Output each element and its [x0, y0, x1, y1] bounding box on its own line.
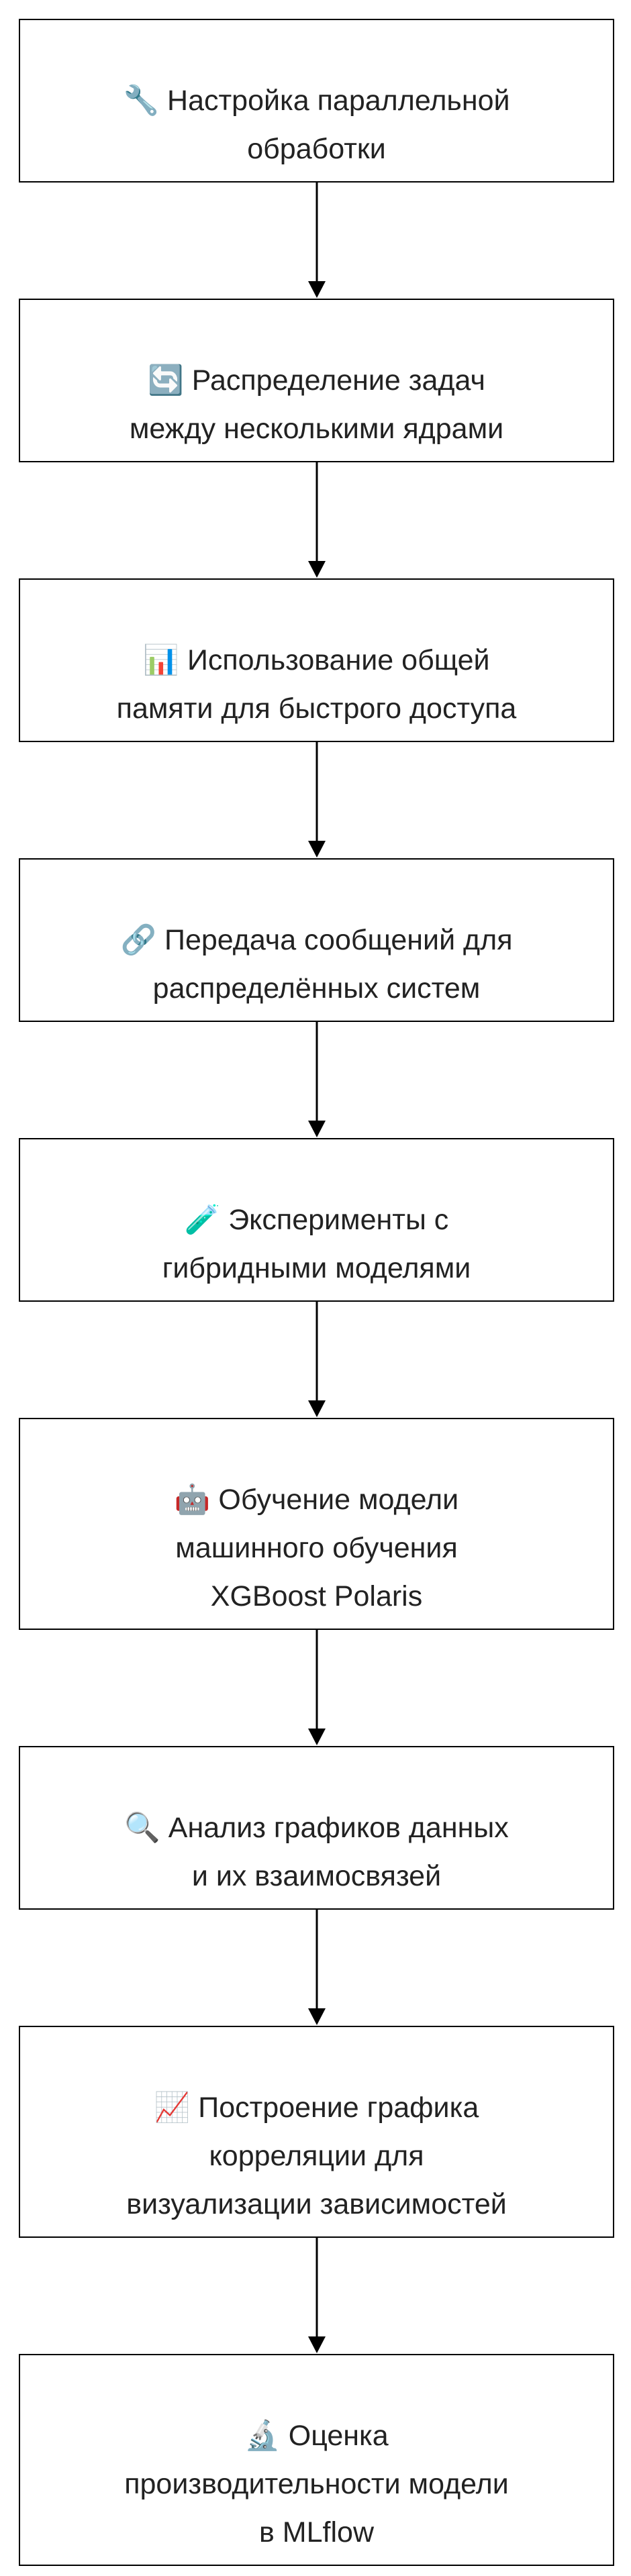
flow-step-6-text: Обучение модели машинного обучения XGBoo… [175, 1484, 459, 1612]
bar-chart-icon: 📊 [143, 644, 179, 676]
wrench-icon: 🔧 [123, 85, 160, 117]
flow-arrow-6 [308, 1630, 326, 1745]
flow-arrow-2 [308, 462, 326, 578]
flow-arrow-3 [308, 742, 326, 858]
arrows-cycle-icon: 🔄 [148, 364, 184, 397]
flow-step-7-text: Анализ графиков данных и их взаимосвязей [168, 1812, 509, 1892]
link-icon: 🔗 [120, 924, 157, 956]
flow-arrow-5 [308, 1302, 326, 1417]
flow-step-9-text: Оценка производительности модели в MLflo… [124, 2420, 509, 2548]
flow-step-4-text: Передача сообщений для распределённых си… [152, 924, 513, 1004]
chart-increasing-icon: 📈 [154, 2092, 191, 2124]
microscope-icon: 🔬 [244, 2420, 281, 2452]
robot-icon: 🤖 [174, 1484, 211, 1516]
flow-step-2-text: Распределение задач между несколькими яд… [129, 364, 504, 445]
flow-step-4: 🔗Передача сообщений для распределённых с… [19, 858, 614, 1022]
flow-step-3-label: 📊Использование общей памяти для быстрого… [117, 588, 517, 733]
flow-step-1: 🔧Настройка параллельной обработки [19, 19, 614, 183]
flow-arrow-1 [308, 183, 326, 298]
flow-step-5: 🧪Эксперименты с гибридными моделями [19, 1138, 614, 1302]
flow-arrow-head [308, 1400, 326, 1417]
flow-step-6-label: 🤖Обучение модели машинного обучения XGBo… [175, 1427, 458, 1620]
flow-arrow-4 [308, 1022, 326, 1137]
flow-step-6: 🤖Обучение модели машинного обучения XGBo… [19, 1418, 614, 1630]
flow-step-9: 🔬Оценка производительности модели в MLfl… [19, 2354, 614, 2566]
flow-arrow-head [308, 2336, 326, 2353]
flow-step-7-label: 🔍Анализ графиков данных и их взаимосвязе… [124, 1755, 508, 1900]
flow-step-5-label: 🧪Эксперименты с гибридными моделями [162, 1147, 471, 1292]
flow-arrow-8 [308, 2238, 326, 2353]
flow-step-1-text: Настройка параллельной обработки [167, 85, 510, 165]
flow-step-3: 📊Использование общей памяти для быстрого… [19, 578, 614, 742]
flow-arrow-head [308, 2008, 326, 2025]
flow-step-5-text: Эксперименты с гибридными моделями [162, 1204, 471, 1284]
flow-arrow-head [308, 1729, 326, 1745]
flow-step-3-text: Использование общей памяти для быстрого … [116, 644, 517, 725]
flow-step-9-label: 🔬Оценка производительности модели в MLfl… [124, 2363, 509, 2557]
flow-step-2: 🔄Распределение задач между несколькими я… [19, 299, 614, 462]
flow-step-8-label: 📈Построение графика корреляции для визуа… [126, 2035, 507, 2228]
flow-arrow-head [308, 561, 326, 578]
flow-step-2-label: 🔄Распределение задач между несколькими я… [130, 308, 503, 453]
flow-step-1-label: 🔧Настройка параллельной обработки [123, 28, 509, 173]
flow-arrow-head [308, 841, 326, 858]
magnifier-icon: 🔍 [124, 1812, 160, 1844]
flow-step-7: 🔍Анализ графиков данных и их взаимосвязе… [19, 1746, 614, 1910]
flow-step-4-label: 🔗Передача сообщений для распределённых с… [120, 868, 512, 1013]
flow-step-8-text: Построение графика корреляции для визуал… [126, 2092, 507, 2220]
flow-arrow-7 [308, 1910, 326, 2025]
flow-step-8: 📈Построение графика корреляции для визуа… [19, 2026, 614, 2238]
test-tube-icon: 🧪 [184, 1204, 221, 1236]
flow-arrow-head [308, 281, 326, 298]
flow-arrow-head [308, 1121, 326, 1137]
